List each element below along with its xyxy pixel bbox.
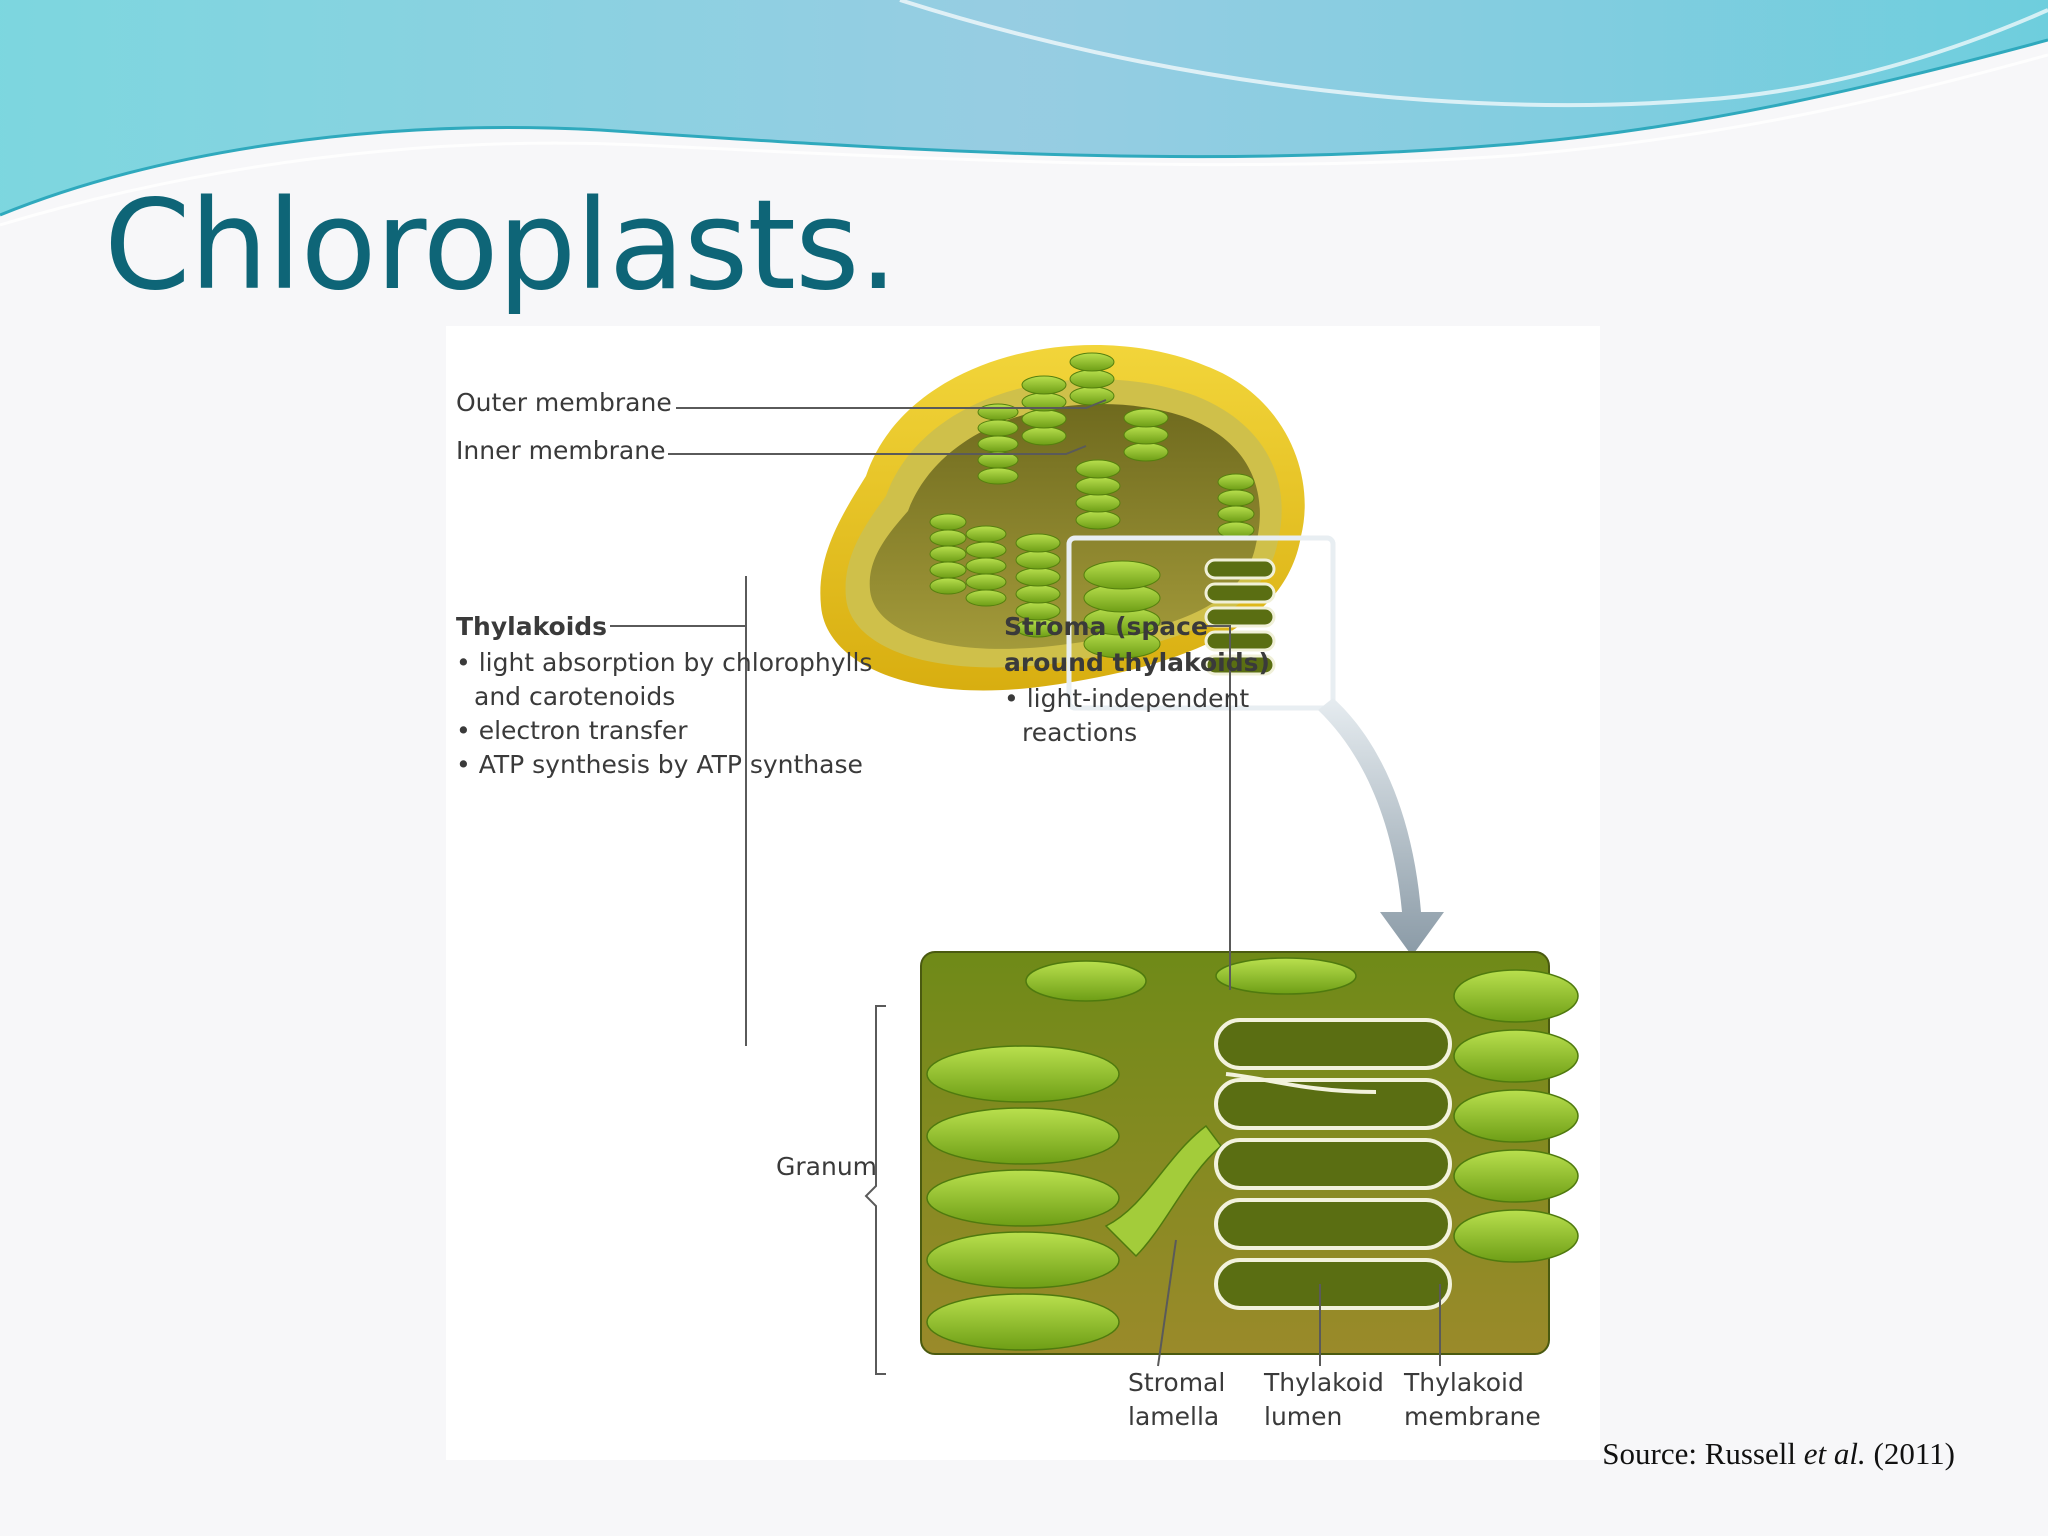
stroma-label-line2: around thylakoids) (1004, 648, 1270, 677)
leader-lines (610, 399, 1441, 1375)
granum-stack (1021, 375, 1067, 446)
stromal-lamella-leader (1157, 1239, 1177, 1367)
header-wave-decoration (0, 0, 2048, 227)
stroma-label-line1: Stroma (space (1004, 612, 1208, 641)
chloroplast-figure: Outer membrane Inner membrane Thylakoids… (446, 326, 1600, 1460)
source-citation: Source: Russell et al. (2011) (1602, 1436, 1955, 1472)
granum-stack (1015, 533, 1061, 638)
source-prefix: Source: Russell (1602, 1436, 1804, 1471)
stromal-lamella-label-line1: Stromal (1128, 1368, 1226, 1397)
inner-membrane-label: Inner membrane (456, 436, 666, 465)
granum-stack (1123, 408, 1169, 462)
thylakoids-label: Thylakoids (456, 612, 608, 641)
outer-membrane-label: Outer membrane (456, 388, 672, 417)
chloroplast-diagram (610, 344, 1579, 1375)
outer-membrane-leader (676, 399, 1107, 409)
granum-stack (965, 525, 1007, 607)
granum-stack (977, 403, 1019, 485)
stromal-lamella-shape (1104, 1124, 1223, 1258)
source-suffix: (2011) (1865, 1436, 1956, 1471)
inner-membrane-leader (668, 445, 1087, 455)
chloroplast-body (820, 344, 1305, 691)
highlight-region (1066, 535, 1336, 711)
granum-brace (864, 1005, 886, 1375)
thylakoids-functions-list: light absorption by chlorophylls and car… (456, 646, 876, 782)
stroma-functions-list: light-independent reactions (1004, 682, 1264, 750)
zoom-arrow (1318, 698, 1444, 956)
granum-stack (929, 513, 967, 595)
thylakoid-lumen-label-line2: lumen (1264, 1402, 1343, 1431)
thylakoid-lumen-label-line1: Thylakoid (1264, 1368, 1384, 1397)
granum-stack (1069, 352, 1115, 406)
stromal-lamella-label-line2: lamella (1128, 1402, 1220, 1431)
source-italic: et al. (1803, 1436, 1866, 1471)
stroma-function-item: light-independent reactions (1004, 682, 1264, 750)
thylakoids-function-item: light absorption by chlorophylls and car… (456, 646, 876, 714)
granum-stack (1075, 459, 1121, 530)
slide-title: Chloroplasts. (104, 174, 898, 318)
thylakoid-cross-section (1214, 1018, 1452, 1310)
thylakoids-function-item: ATP synthesis by ATP synthase (456, 748, 876, 782)
granum-closeup (920, 951, 1579, 1355)
lumen-section-small (1204, 558, 1276, 676)
chloroplast-grana (929, 352, 1255, 638)
stroma-region (869, 404, 1260, 649)
granum-stack (1217, 473, 1255, 539)
thylakoids-function-item: electron transfer (456, 714, 876, 748)
thylakoid-membrane-label-line2: membrane (1404, 1402, 1541, 1431)
granum-label: Granum (776, 1152, 878, 1181)
thylakoid-membrane-label-line1: Thylakoid (1404, 1368, 1524, 1397)
